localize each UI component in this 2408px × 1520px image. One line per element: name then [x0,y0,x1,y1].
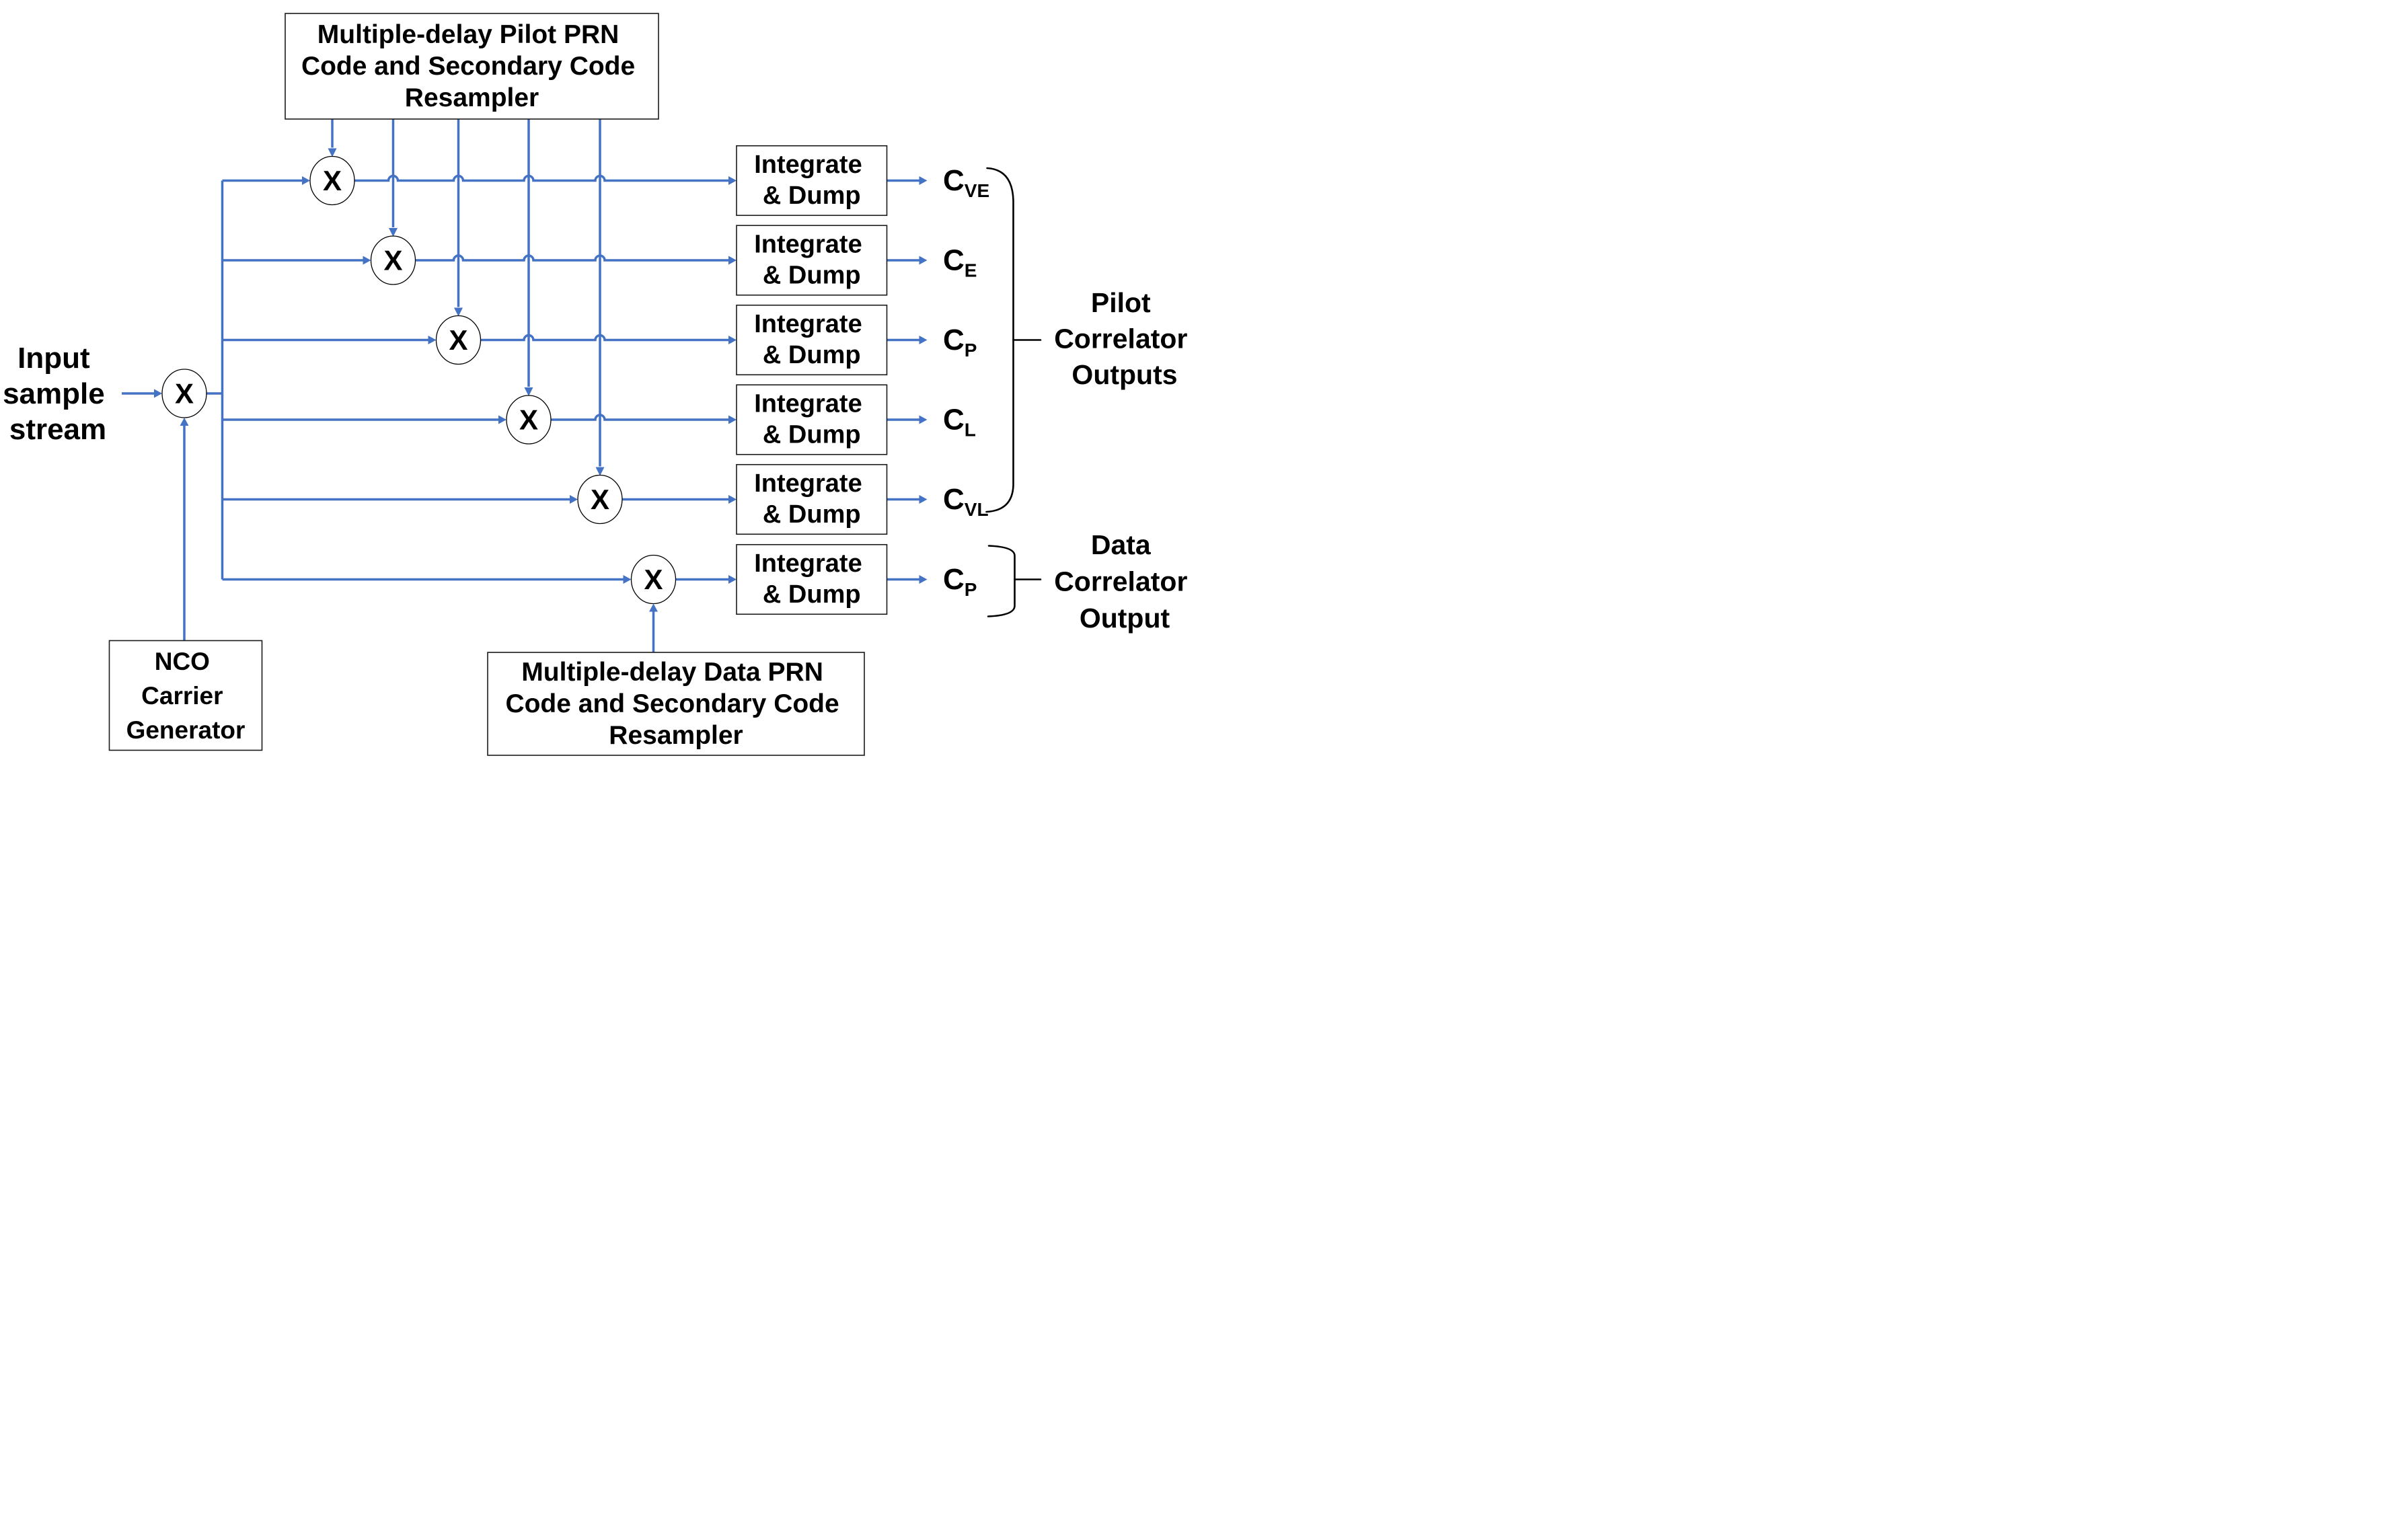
multiply-icon: X [323,165,342,196]
integrate-dump-box-2: Integrate & Dump [736,225,888,296]
arrowhead-right-icon [498,415,506,424]
integrate-dump-box-1: Integrate & Dump [736,145,888,217]
pilot-resampler-box [285,13,659,120]
svg-text:Integrate & Dump: Integrate & Dump [754,151,869,210]
diagram-canvas: X X X X X X X Multiple-delay Pilot PRN C… [3,13,1195,756]
output-label-cl: CL [943,404,976,441]
multiply-icon: X [383,245,402,276]
arrowhead-right-icon [919,495,928,504]
integrate-dump-box-5: Integrate & Dump [736,463,888,535]
arrowhead-right-icon [919,176,928,185]
output-label-cve: CVE [943,164,989,201]
pilot-mixer-circle-4 [506,395,552,445]
multiply-icon: X [519,404,538,436]
arrowhead-right-icon [728,336,737,344]
multiply-icon: X [644,564,663,595]
arrowhead-right-icon [919,415,928,424]
arrowhead-right-icon [623,575,632,584]
integrate-dump-box-data: Integrate & Dump [736,543,888,615]
row4-to-integrator-line [551,414,728,421]
arrowhead-right-icon [919,575,928,584]
arrowhead-right-icon [728,575,737,584]
multiply-icon: X [591,484,609,515]
arrowhead-right-icon [728,495,737,504]
pilot-mixer-circle-5 [577,474,623,525]
pilot-resampler-label: Multiple-delay Pilot PRN Code and Second… [301,20,642,112]
nco-carrier-generator-box [108,640,263,751]
arrowhead-down-icon [328,148,337,157]
svg-text:Integrate & Dump: Integrate & Dump [754,549,869,609]
output-label-ce: CE [943,244,977,281]
arrowhead-right-icon [363,256,371,265]
arrowhead-up-icon [649,603,658,612]
arrowhead-down-icon [595,467,605,476]
arrowhead-right-icon [728,415,737,424]
data-correlator-output-label: Data Correlator Output [1054,529,1195,634]
svg-text:Integrate & Dump: Integrate & Dump [754,469,869,529]
correlator-block-diagram: X X X X X X X Multiple-delay Pilot PRN C… [0,0,1204,760]
carrier-mixer-circle [161,369,207,418]
multiply-icon: X [175,378,194,410]
pilot-mixer-circle-1 [309,155,355,206]
multiply-icon: X [449,324,467,356]
data-mixer-circle [630,554,677,605]
arrowhead-right-icon [919,256,928,265]
arrowhead-up-icon [180,418,189,426]
arrowhead-down-icon [454,307,463,317]
arrowhead-right-icon [728,176,737,185]
svg-text:Integrate & Dump: Integrate & Dump [754,231,869,290]
arrowhead-right-icon [570,495,578,504]
integrate-dump-box-3: Integrate & Dump [736,304,888,376]
pilot-mixer-circle-2 [370,235,416,285]
integrate-dump-box-4: Integrate & Dump [736,384,888,455]
arrowhead-right-icon [728,256,737,265]
arrowhead-right-icon [154,389,162,398]
output-label-cvl: CVL [943,483,989,520]
arrowhead-right-icon [428,336,437,344]
arrowhead-down-icon [524,387,533,396]
data-resampler-box [487,652,865,756]
output-label-data-cp: CP [943,563,977,600]
svg-text:Integrate & Dump: Integrate & Dump [754,310,869,369]
arrowhead-right-icon [302,176,310,185]
pilot-outputs-brace [985,167,1014,513]
input-sample-stream-label: Input sample stream [3,342,113,446]
arrowhead-down-icon [389,228,398,237]
pilot-correlator-outputs-label: Pilot Correlator Outputs [1054,287,1195,390]
data-output-brace [987,545,1016,617]
output-label-cp: CP [943,324,977,360]
svg-text:Integrate & Dump: Integrate & Dump [754,390,869,449]
row3-to-integrator-line [480,334,728,342]
arrowhead-right-icon [919,336,928,344]
data-resampler-label: Multiple-delay Data PRN Code and Seconda… [505,658,846,750]
pilot-mixer-circle-3 [435,315,482,365]
row1-to-integrator-line [354,174,728,182]
nco-carrier-generator-label: NCO Carrier Generator [126,648,246,744]
row2-to-integrator-line [415,254,728,262]
